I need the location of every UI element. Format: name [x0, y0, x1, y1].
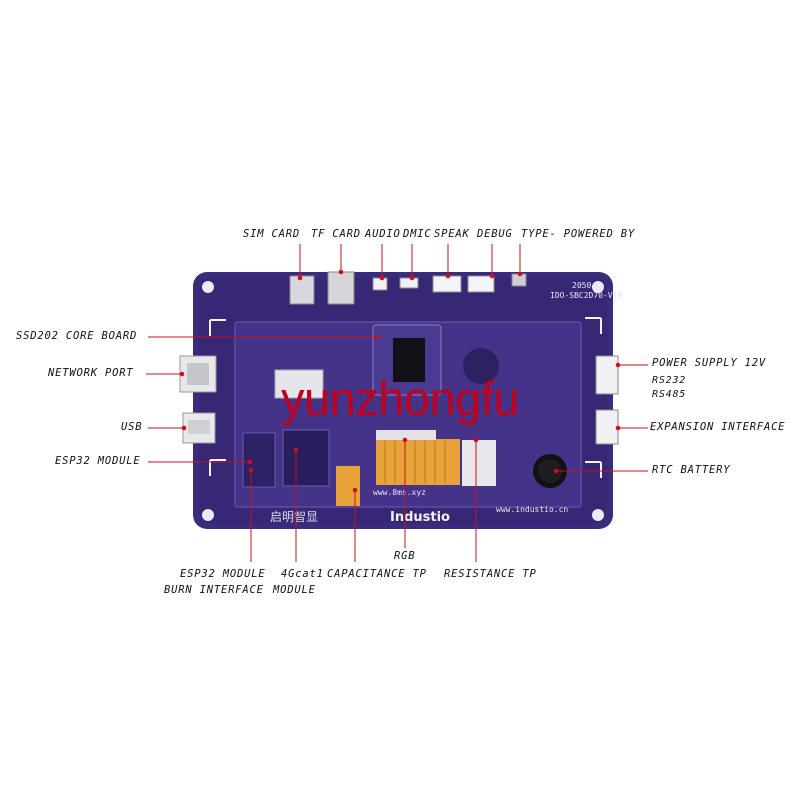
speak-connector [432, 275, 462, 293]
resistance-tp-cable [462, 440, 496, 486]
label-4gcat1-line1: 4Gcat1 [281, 568, 324, 580]
audio-connector [372, 277, 388, 291]
label-dmic: DMIC [403, 228, 432, 240]
label-rs485: RS485 [652, 389, 687, 400]
esp32-module [274, 369, 324, 399]
label-tf-card: TF CARD [311, 228, 361, 240]
lcd-url-text: www.8ms.xyz [373, 488, 426, 497]
label-rgb: RGB [394, 550, 416, 562]
power-supply-connector [595, 355, 619, 395]
label-speak: SPEAK [434, 228, 470, 240]
label-usb: USB [121, 421, 143, 433]
board-url-text: www.industio.cn [496, 505, 568, 514]
board-model-text: IDO-SBC2D70-V1B [550, 291, 622, 300]
label-rtc-battery: RTC BATTERY [652, 464, 731, 476]
tf-card-slot [327, 271, 355, 305]
label-power-supply: POWER SUPPLY 12V [652, 357, 766, 369]
label-esp32-burn-line1: ESP32 MODULE [180, 568, 266, 580]
label-4gcat1-line2: MODULE [273, 584, 316, 596]
board-brand-text: Industio [390, 510, 450, 525]
label-network-port: NETWORK PORT [48, 367, 134, 379]
label-capacitance-tp: CAPACITANCE TP [327, 568, 427, 580]
label-expansion: EXPANSION INTERFACE [650, 421, 786, 433]
4gcat1-module [282, 429, 330, 487]
label-rs232: RS232 [652, 375, 687, 386]
watermark-text: yunzhongfu [280, 372, 520, 425]
label-audio: AUDIO [365, 228, 401, 240]
debug-connector [467, 275, 495, 293]
board-code-text: 2050 [572, 281, 591, 290]
rgb-fpc [376, 439, 460, 485]
leader-lines [146, 244, 648, 562]
label-type-powered-by: TYPE- POWERED BY [521, 228, 635, 240]
label-ssd202: SSD202 CORE BOARD [16, 330, 138, 342]
sim-card-slot [289, 275, 315, 305]
label-sim-card: SIM CARD [243, 228, 300, 240]
board-cn-brand-text: 启明智显 [270, 509, 318, 524]
top-connectors [289, 271, 527, 305]
capacitance-tp-fpc [336, 466, 360, 506]
label-esp32-module: ESP32 MODULE [55, 455, 141, 467]
mounting-holes [202, 281, 604, 521]
dmic-connector [399, 277, 419, 289]
label-resistance-tp: RESISTANCE TP [444, 568, 537, 580]
label-debug: DEBUG [477, 228, 513, 240]
label-esp32-burn-line2: BURN INTERFACE [164, 584, 264, 596]
